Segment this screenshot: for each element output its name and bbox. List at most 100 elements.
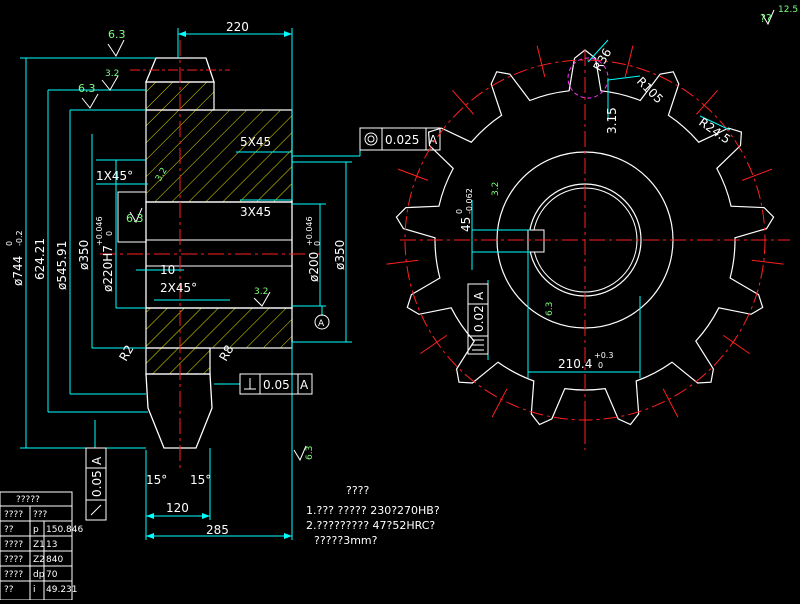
symmetry-frame: 0.02 A	[467, 283, 489, 355]
notes-line-3: ?????3mm?	[314, 534, 378, 547]
roughness-keyway: 3.2	[491, 182, 501, 196]
svg-text:A: A	[300, 378, 309, 392]
svg-text:A: A	[90, 456, 104, 465]
tooth-centerline	[491, 388, 508, 418]
roughness-right-face: 6.3	[305, 446, 315, 460]
svg-text:A: A	[429, 133, 438, 147]
dim-angle-left: 15°	[146, 473, 167, 487]
table-cell: ???	[33, 510, 48, 520]
svg-text:0.05: 0.05	[263, 378, 290, 392]
svg-text:12.5: 12.5	[778, 5, 798, 15]
dim-tooth-depth: 3.15	[605, 107, 619, 134]
roughness-hub-small: 3.2	[105, 69, 119, 79]
svg-text:0.05: 0.05	[90, 470, 104, 497]
svg-text:0.02: 0.02	[472, 305, 486, 332]
dim-tooth-radius-3: R24.5	[696, 115, 733, 147]
gear-front-view: 210.4 +0.3 0 45 0 -0.062 R36 R105 R24.5 …	[386, 39, 790, 450]
table-cell: Z2	[33, 555, 45, 565]
svg-text:-0.2: -0.2	[15, 230, 24, 246]
dim-bore-diameter: ø220H7 +0.046 0	[95, 216, 115, 292]
hatch-hub-upper	[145, 109, 293, 203]
table-cell: ????	[4, 555, 23, 565]
gear-tooth-outline	[395, 49, 775, 426]
dim-lower-chamfer: 2X45°	[160, 281, 197, 295]
dim-outer-diameter: ø744 0 -0.2	[5, 230, 25, 286]
keyway-step	[117, 191, 147, 243]
tooth-centerline	[420, 334, 447, 355]
notes-title: ????	[346, 484, 370, 497]
svg-text:A: A	[472, 291, 486, 300]
runout-frame: 0.05 A	[85, 447, 107, 521]
svg-text:0: 0	[5, 241, 14, 246]
svg-text:A: A	[318, 319, 325, 329]
dim-hub-chamfer: 5X45	[240, 135, 271, 149]
technical-notes: ???? 1.??? ????? 230?270HB? 2.????????? …	[306, 484, 440, 547]
roughness-bore-inner: 6.3	[545, 302, 555, 316]
dim-inner-diameter: ø200 +0.046 0	[305, 216, 322, 282]
notes-line-1: 1.??? ????? 230?270HB?	[306, 504, 440, 517]
dim-root-diameter: ø545.91	[55, 241, 69, 290]
table-cell: ??	[4, 525, 14, 535]
roughness-left-small: 6.3	[126, 212, 144, 225]
dim-tooth-radius-1: R36	[590, 46, 614, 73]
corner-roughness: ?? 12.5	[760, 5, 798, 25]
tooth-profile-bottom	[145, 373, 213, 449]
dim-hub-diameter: ø350	[77, 240, 91, 270]
dim-pitch-diameter: 624.21	[33, 238, 47, 280]
datum-a-marker: A	[314, 314, 330, 330]
table-cell: 13	[46, 540, 57, 550]
table-cell: p	[33, 525, 39, 535]
tooth-centerline	[452, 89, 474, 115]
table-cell: ??	[4, 585, 14, 595]
dim-total-width: 220	[226, 20, 249, 34]
perpendicularity-frame: 0.05 A	[239, 373, 313, 395]
svg-text:0.025: 0.025	[385, 133, 419, 147]
dim-overall-length: 285	[206, 523, 229, 537]
svg-text:45: 45	[459, 217, 473, 232]
svg-text:0: 0	[105, 231, 114, 236]
svg-text:ø200: ø200	[307, 252, 321, 282]
table-cell: ????	[4, 510, 23, 520]
tooth-centerline	[723, 334, 750, 355]
tooth-centerline	[751, 259, 784, 265]
tooth-centerline	[624, 45, 634, 78]
dim-tooth-radius-2: R105	[634, 74, 666, 106]
dim-keyway-depth: 10	[160, 263, 175, 277]
dim-bore-chamfer: 3X45	[240, 205, 271, 219]
table-cell: i	[33, 585, 36, 595]
bore	[145, 201, 293, 309]
tooth-centerline	[536, 45, 546, 78]
svg-text:??: ??	[760, 12, 772, 25]
svg-text:+0.046: +0.046	[305, 216, 314, 246]
table-title: ?????	[16, 495, 40, 505]
roughness-hub: 6.3	[78, 82, 96, 95]
dim-keyway-width: 45 0 -0.062	[455, 188, 474, 232]
table-cell: 840	[46, 555, 63, 565]
table-cell: dp	[33, 570, 45, 580]
roughness-lower: 3.2	[254, 287, 268, 297]
table-cell: ????	[4, 540, 23, 550]
svg-text:0: 0	[455, 209, 464, 214]
svg-text:+0.046: +0.046	[95, 216, 104, 246]
svg-text:0: 0	[598, 361, 603, 370]
svg-text:0: 0	[313, 241, 322, 246]
section-view: 6.3 6.3 3.2 3.2 6.3 6.3 3.2 220 5X45 3X4…	[5, 9, 775, 540]
table-cell: Z1	[33, 540, 45, 550]
svg-text:ø220H7: ø220H7	[101, 245, 115, 292]
dim-tooth-width: 120	[166, 501, 189, 515]
dim-radius-right: R8	[216, 343, 236, 364]
tooth-centerline	[386, 259, 419, 265]
gear-keyway	[527, 229, 545, 253]
hatch-hub-lower	[145, 307, 293, 349]
table-cell: 49.231	[46, 585, 78, 595]
table-cell: ????	[4, 570, 23, 580]
tooth-centerline	[662, 388, 679, 418]
notes-line-2: 2.????????? 47?52HRC?	[306, 519, 435, 532]
tooth-centerline	[696, 89, 718, 115]
dim-radius-left: R2	[116, 343, 136, 364]
tooth-centerline	[397, 168, 429, 181]
hatch-web-lower	[145, 347, 211, 375]
dim-angle-right: 15°	[190, 473, 211, 487]
dim-small-chamfer: 1X45°	[96, 169, 133, 183]
